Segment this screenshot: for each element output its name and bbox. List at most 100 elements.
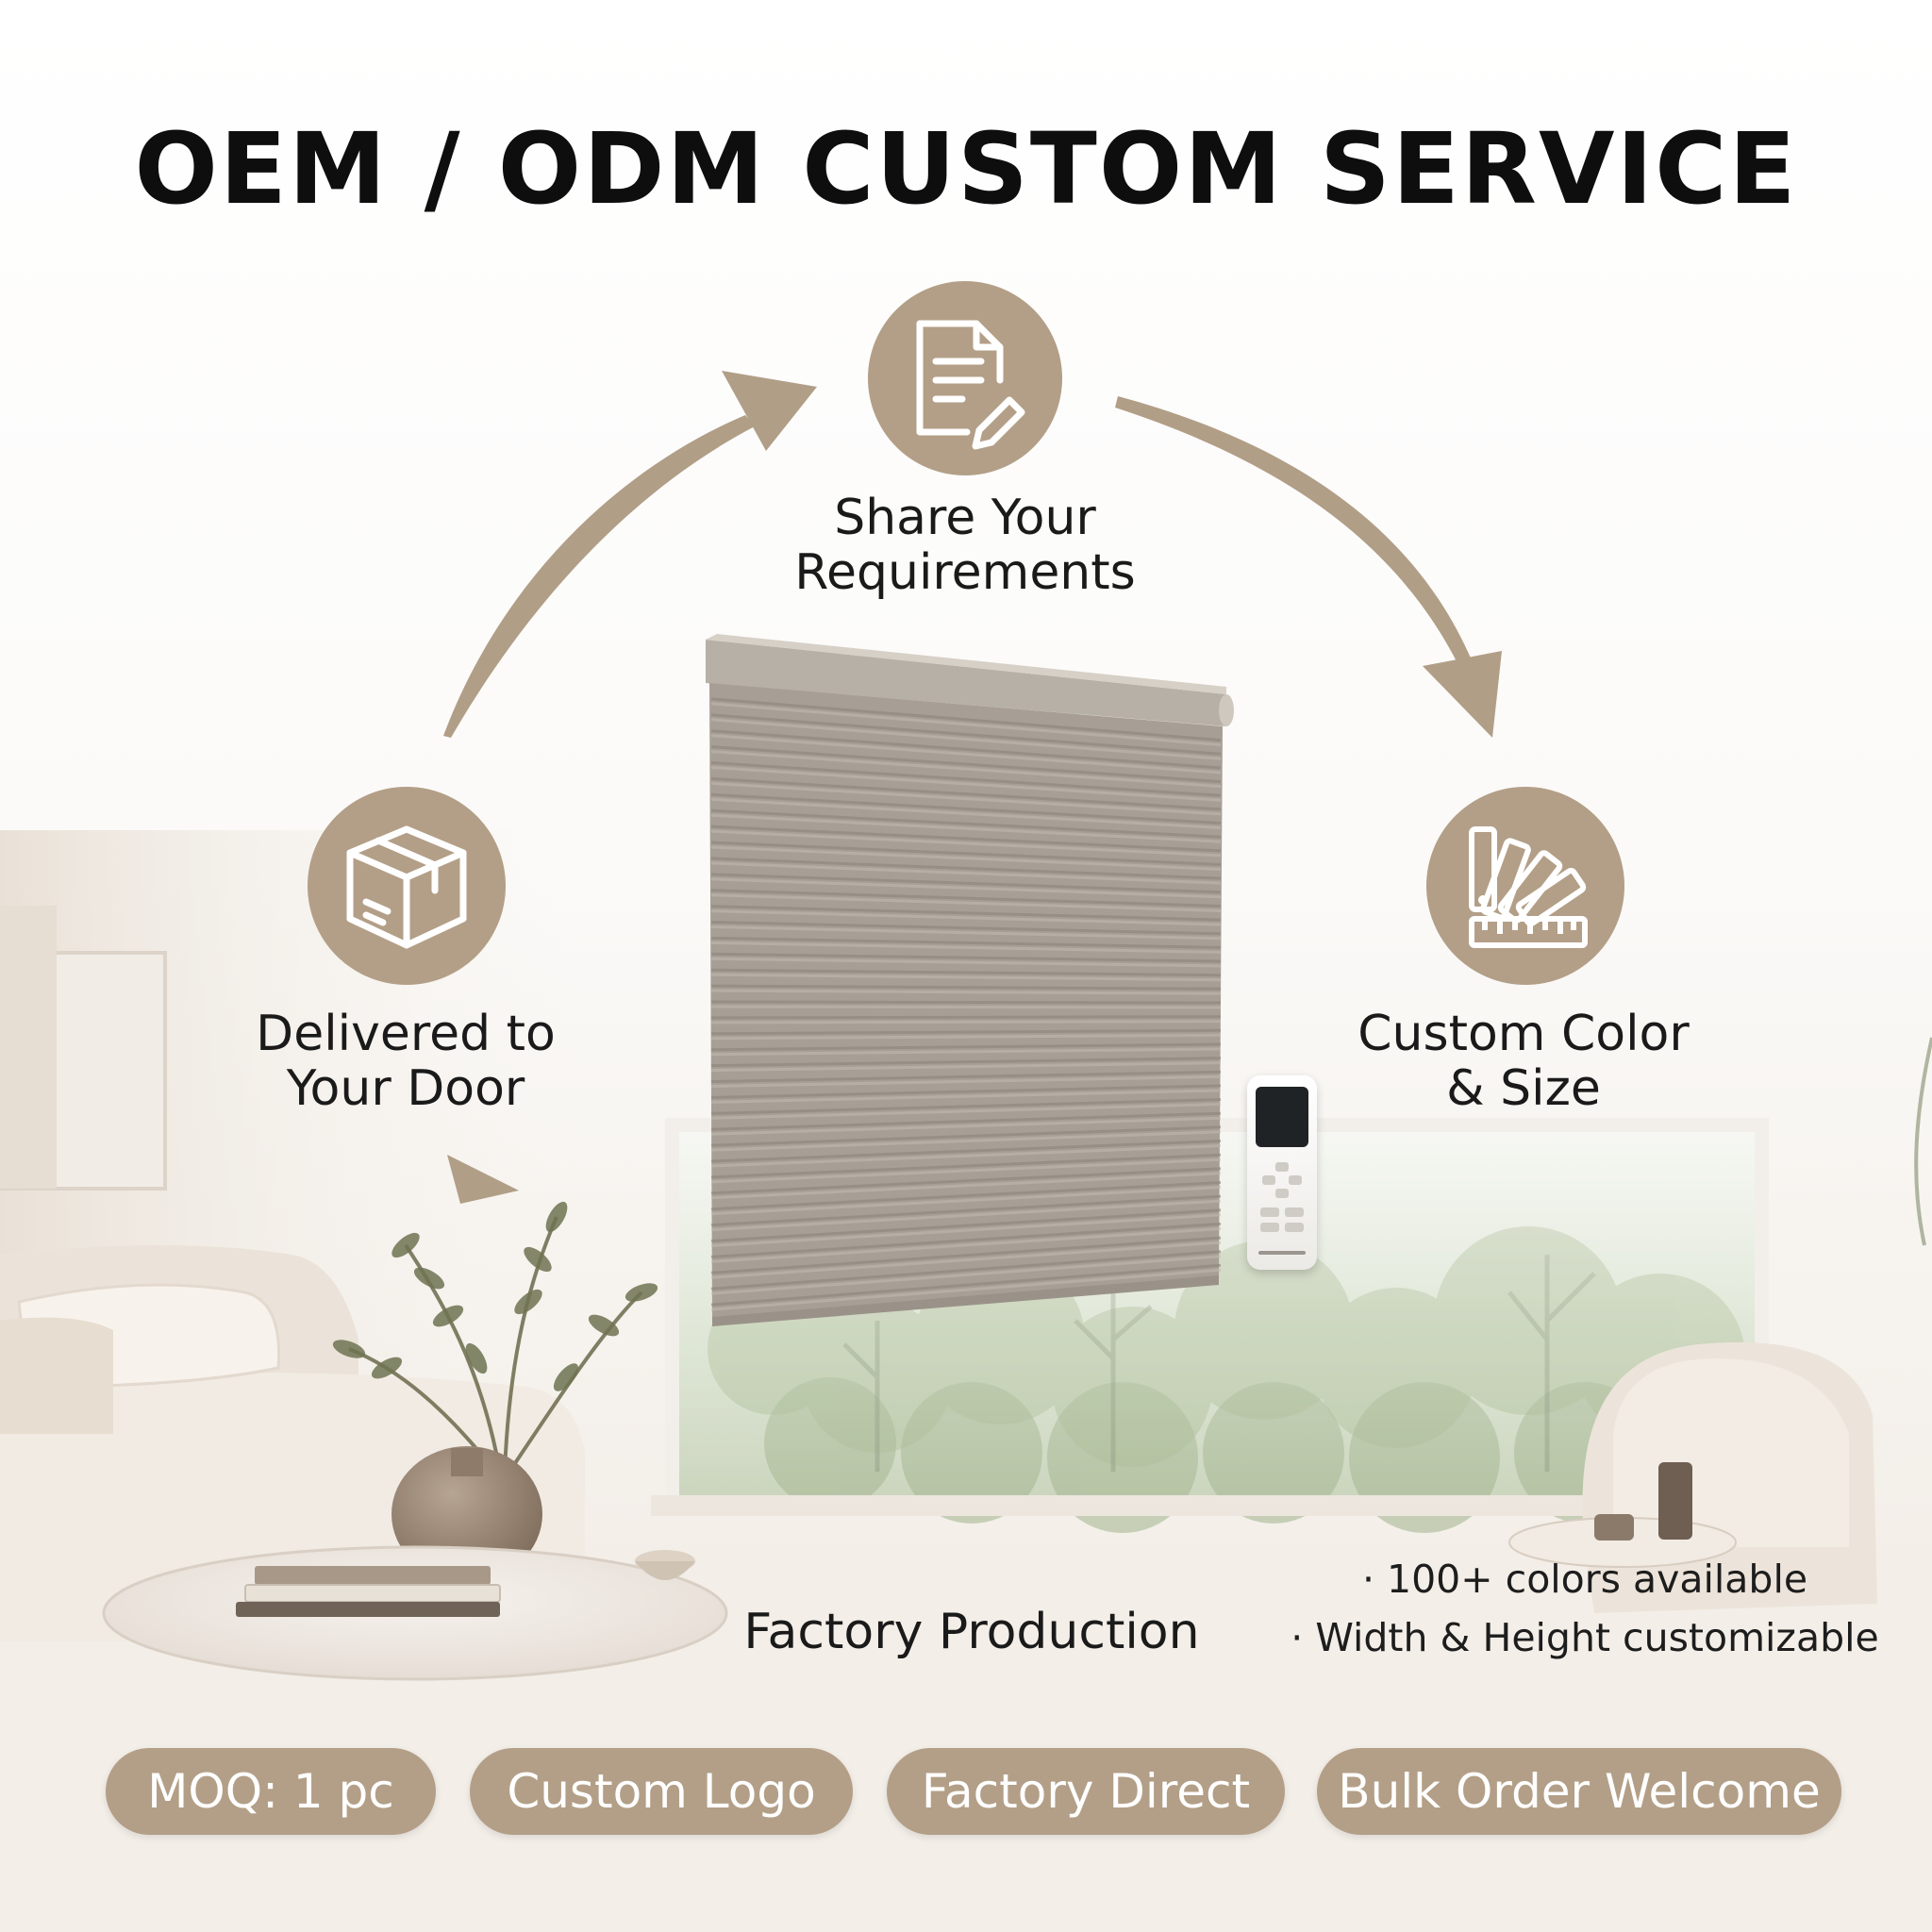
badge-moq: MOQ: 1 pc — [106, 1748, 436, 1835]
shade-pleat — [710, 745, 1222, 784]
shade-pleat — [710, 841, 1222, 866]
step-share-line2: Requirements — [794, 544, 1136, 601]
shade-pleat-highlight — [710, 1033, 1222, 1041]
remote-left-button-icon — [1262, 1175, 1275, 1185]
shade-pleat-highlight — [710, 813, 1222, 843]
shade-pleat — [710, 1125, 1222, 1147]
arrow-head-to-share — [722, 371, 817, 451]
shade-pleat-highlight — [710, 1089, 1222, 1104]
shade-pleat-highlight — [710, 877, 1222, 899]
badge-factory-direct: Factory Direct — [887, 1748, 1285, 1835]
shade-pleat-highlight — [710, 829, 1222, 858]
shade-pleat-highlight — [710, 1061, 1222, 1073]
shade-pleat-highlight — [710, 989, 1222, 995]
badge-custom-logo: Custom Logo — [470, 1748, 853, 1835]
shade-pleat — [710, 968, 1222, 977]
shade-pleat-highlight — [710, 766, 1222, 802]
shade-pleat-highlight — [710, 1255, 1222, 1295]
shade-pleat — [710, 889, 1222, 908]
step-share-label: Share Your Requirements — [736, 491, 1194, 600]
shade-pleat — [710, 1000, 1222, 1005]
shade-pleat — [710, 1057, 1222, 1068]
shade-pleat — [710, 776, 1222, 811]
shade-pleat — [710, 1208, 1222, 1242]
shade-pleat — [710, 792, 1222, 824]
shade-pleat-highlight — [710, 734, 1222, 774]
shade-pleat — [710, 697, 1222, 742]
step-delivery-line1: Delivered to — [256, 1006, 556, 1062]
shade-pleat-highlight — [710, 909, 1222, 926]
shade-pleat — [710, 921, 1222, 936]
shade-pleat — [710, 1015, 1222, 1020]
arrow-head-to-custom — [1423, 651, 1502, 738]
shade-pleat-highlight — [710, 1213, 1222, 1247]
remote-right-button-icon — [1289, 1175, 1302, 1185]
shade-pleat — [710, 1042, 1222, 1052]
shade-pleat-highlight — [710, 1047, 1222, 1057]
remote-set-button-icon — [1285, 1223, 1304, 1232]
shade-pleat — [710, 808, 1222, 839]
shade-pleat-highlight — [710, 702, 1222, 747]
shade-pleat-highlight — [710, 1144, 1222, 1168]
shade-pleat-highlight — [710, 893, 1222, 912]
remote-open-button-icon — [1260, 1208, 1279, 1217]
shade-pleat — [710, 1098, 1222, 1115]
factory-production-label: Factory Production — [743, 1604, 1200, 1660]
shade-pleat-highlight — [710, 1268, 1222, 1311]
shade-pleat-highlight — [710, 941, 1222, 954]
remote-close-button-icon — [1285, 1208, 1304, 1217]
remote-control — [1247, 1075, 1317, 1270]
delivery-badge — [308, 787, 506, 985]
badge-bulk-order: Bulk Order Welcome — [1317, 1748, 1841, 1835]
shade-pleat-highlight — [710, 1241, 1222, 1279]
shade-pleat-highlight — [710, 861, 1222, 885]
arrow-to-share — [443, 415, 755, 738]
shade-pleat-highlight — [710, 750, 1222, 789]
feature-bullets: · 100+ colors available · Width & Height… — [1255, 1550, 1915, 1667]
shade-pleat-highlight — [710, 781, 1222, 816]
arrow-head-to-delivered — [447, 1155, 519, 1204]
shade-pleat-highlight — [710, 1005, 1222, 1009]
shade-pleat — [710, 984, 1222, 991]
shade-pleat-highlight — [710, 973, 1222, 982]
color-swatch-ruler-icon — [1469, 826, 1588, 948]
shade-pleat — [710, 1194, 1222, 1227]
step-custom-label: Custom Color & Size — [1302, 1007, 1745, 1116]
step-share-line1: Share Your — [834, 490, 1096, 546]
shade-pleat — [710, 1222, 1222, 1258]
shade-pleat — [710, 1250, 1222, 1291]
shade-pleat — [710, 905, 1222, 922]
step-custom-line2: & Size — [1446, 1060, 1601, 1117]
shade-pleat — [710, 952, 1222, 963]
shade-pleat-highlight — [710, 1186, 1222, 1216]
shade-pleat — [710, 1084, 1222, 1099]
step-delivery-label: Delivered to Your Door — [189, 1007, 623, 1116]
shade-pleat — [710, 936, 1222, 949]
shade-pleat — [710, 761, 1222, 797]
shade-pleat — [710, 1153, 1222, 1179]
shade-pleat-highlight — [710, 1172, 1222, 1200]
shade-pleat-highlight — [710, 925, 1222, 941]
shade-pleat — [710, 1111, 1222, 1131]
shade-pleat-highlight — [710, 1074, 1222, 1088]
shade-pleat — [710, 1167, 1222, 1195]
shade-pleat — [710, 713, 1222, 756]
remote-up-button-icon — [1275, 1162, 1289, 1172]
share-requirements-badge — [868, 281, 1062, 475]
shade-pleat — [710, 824, 1222, 853]
shade-pleat-highlight — [710, 957, 1222, 968]
shade-pleat-highlight — [710, 1199, 1222, 1232]
bullet-colors: · 100+ colors available — [1361, 1557, 1808, 1602]
shade-pleat — [710, 1263, 1222, 1307]
shade-pleat-highlight — [710, 718, 1222, 760]
shade-pleat-highlight — [710, 1226, 1222, 1263]
remote-screen — [1256, 1087, 1308, 1147]
remote-stop-button-icon — [1260, 1223, 1279, 1232]
shade-pleat — [710, 1236, 1222, 1274]
shade-pleat — [710, 1181, 1222, 1211]
shade-pleat-highlight — [710, 845, 1222, 871]
custom-color-badge — [1426, 787, 1624, 985]
shade-pleat-highlight — [710, 1020, 1222, 1024]
